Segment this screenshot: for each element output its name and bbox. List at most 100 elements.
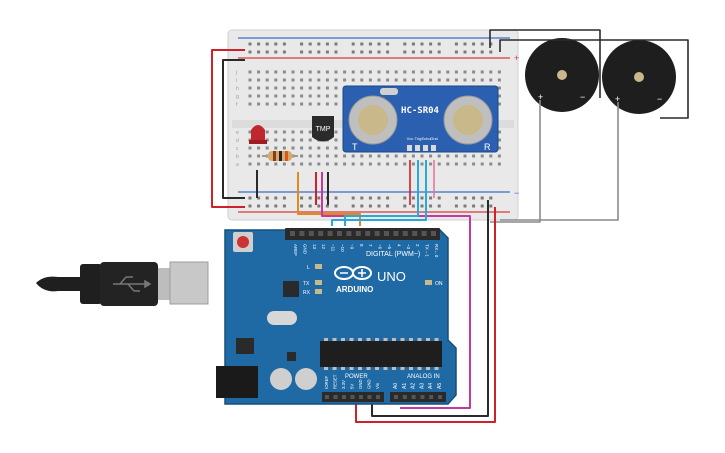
temperature-sensor[interactable]: TMP [312, 116, 334, 142]
terminal-hole[interactable] [360, 154, 364, 158]
digital-pin[interactable] [431, 231, 436, 236]
rail-hole[interactable] [437, 204, 441, 208]
terminal-hole[interactable] [386, 162, 390, 166]
terminal-hole[interactable] [325, 70, 329, 74]
terminal-hole[interactable] [300, 102, 304, 106]
terminal-hole[interactable] [248, 130, 252, 134]
terminal-hole[interactable] [291, 70, 295, 74]
terminal-hole[interactable] [257, 146, 261, 150]
rail-hole[interactable] [386, 50, 390, 54]
rail-hole[interactable] [411, 196, 415, 200]
digital-pin[interactable] [299, 231, 305, 236]
terminal-hole[interactable] [308, 102, 312, 106]
rail-hole[interactable] [325, 204, 329, 208]
terminal-hole[interactable] [265, 162, 269, 166]
terminal-hole[interactable] [265, 102, 269, 106]
wire-buzzer2-top[interactable] [499, 39, 689, 119]
rail-hole[interactable] [257, 42, 261, 46]
rail-hole[interactable] [480, 204, 484, 208]
rail-hole[interactable] [377, 196, 381, 200]
rail-hole[interactable] [274, 50, 278, 54]
terminal-hole[interactable] [377, 78, 381, 82]
terminal-hole[interactable] [317, 102, 321, 106]
digital-pin[interactable] [355, 231, 361, 236]
wire-echo-cyan[interactable] [331, 160, 427, 226]
rail-hole[interactable] [282, 196, 286, 200]
terminal-hole[interactable] [411, 70, 415, 74]
terminal-hole[interactable] [334, 130, 338, 134]
terminal-hole[interactable] [257, 94, 261, 98]
terminal-hole[interactable] [265, 86, 269, 90]
terminal-hole[interactable] [472, 70, 476, 74]
rail-hole[interactable] [437, 50, 441, 54]
terminal-hole[interactable] [429, 154, 433, 158]
wire-left-red[interactable] [211, 49, 245, 208]
terminal-hole[interactable] [472, 78, 476, 82]
terminal-hole[interactable] [325, 86, 329, 90]
terminal-hole[interactable] [265, 138, 269, 142]
terminal-hole[interactable] [454, 154, 458, 158]
rail-hole[interactable] [411, 42, 415, 46]
power-pin[interactable] [342, 395, 346, 399]
terminal-hole[interactable] [489, 70, 493, 74]
rail-hole[interactable] [454, 50, 458, 54]
terminal-hole[interactable] [308, 146, 312, 150]
rail-hole[interactable] [463, 196, 467, 200]
rail-hole[interactable] [368, 196, 372, 200]
red-led[interactable] [249, 125, 267, 144]
terminal-hole[interactable] [368, 70, 372, 74]
terminal-hole[interactable] [463, 70, 467, 74]
terminal-hole[interactable] [248, 70, 252, 74]
terminal-hole[interactable] [360, 78, 364, 82]
terminal-hole[interactable] [437, 70, 441, 74]
wire-gnd-black-long[interactable] [371, 200, 489, 417]
terminal-hole[interactable] [472, 162, 476, 166]
sensor-pin-vcc[interactable]: Vcc [407, 136, 414, 151]
rail-hole[interactable] [463, 42, 467, 46]
terminal-hole[interactable] [394, 70, 398, 74]
rail-hole[interactable] [300, 204, 304, 208]
terminal-hole[interactable] [463, 154, 467, 158]
power-pin[interactable] [333, 395, 338, 399]
terminal-hole[interactable] [282, 138, 286, 142]
buzzer-1[interactable]: + − [525, 38, 599, 112]
terminal-hole[interactable] [429, 78, 433, 82]
terminal-hole[interactable] [360, 70, 364, 74]
terminal-hole[interactable] [386, 154, 390, 158]
rail-hole[interactable] [480, 50, 484, 54]
wire-left-black[interactable] [222, 59, 245, 199]
terminal-hole[interactable] [291, 86, 295, 90]
reset-button[interactable] [233, 232, 253, 252]
terminal-hole[interactable] [497, 138, 501, 142]
terminal-hole[interactable] [437, 162, 441, 166]
terminal-hole[interactable] [325, 102, 329, 106]
terminal-hole[interactable] [308, 78, 312, 82]
terminal-hole[interactable] [300, 146, 304, 150]
terminal-hole[interactable] [446, 162, 450, 166]
terminal-hole[interactable] [480, 154, 484, 158]
terminal-hole[interactable] [300, 154, 304, 158]
rail-hole[interactable] [334, 42, 338, 46]
rail-hole[interactable] [420, 42, 424, 46]
terminal-hole[interactable] [334, 162, 338, 166]
terminal-hole[interactable] [291, 102, 295, 106]
terminal-hole[interactable] [265, 130, 269, 134]
terminal-hole[interactable] [265, 78, 269, 82]
terminal-hole[interactable] [489, 162, 493, 166]
terminal-hole[interactable] [497, 162, 501, 166]
digital-pin[interactable] [365, 231, 371, 236]
resistor[interactable] [262, 151, 298, 161]
rail-hole[interactable] [325, 42, 329, 46]
rail-hole[interactable] [472, 204, 476, 208]
terminal-hole[interactable] [317, 86, 321, 90]
rail-hole[interactable] [472, 42, 476, 46]
rail-hole[interactable] [282, 42, 286, 46]
rail-hole[interactable] [334, 196, 338, 200]
sensor-pin-gnd[interactable]: Gnd [430, 136, 438, 151]
terminal-hole[interactable] [334, 102, 338, 106]
rail-hole[interactable] [403, 42, 407, 46]
rail-hole[interactable] [317, 42, 321, 46]
rail-hole[interactable] [308, 50, 312, 54]
ultrasonic-sensor[interactable]: HC-SR04 T R Vcc Trig Echo Gnd [342, 85, 499, 153]
terminal-hole[interactable] [497, 102, 501, 106]
